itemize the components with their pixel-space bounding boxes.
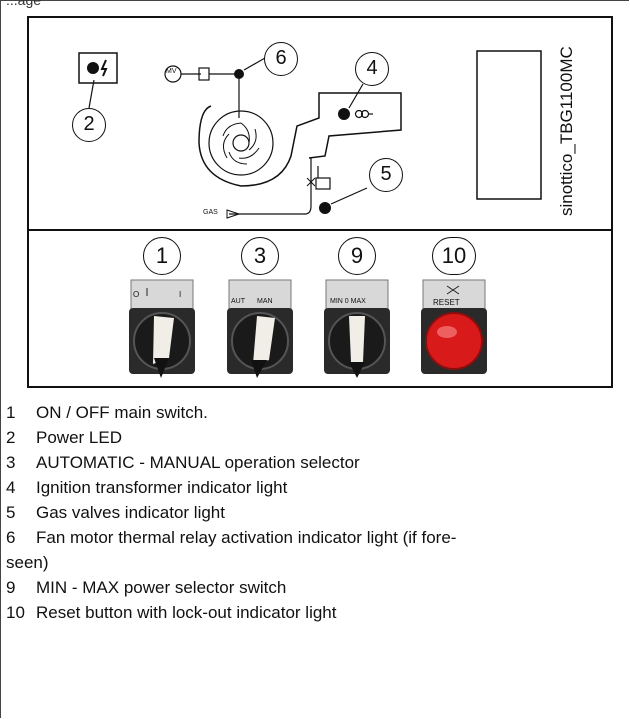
- switch-3-plate-left: AUT: [231, 298, 245, 305]
- fan-blades: [223, 123, 259, 164]
- valve-actuator: [316, 178, 330, 189]
- side-label: sinottico_TBG1100MC: [557, 16, 577, 216]
- gas-riser: [305, 158, 311, 214]
- panel-divider: [29, 229, 611, 231]
- switch-9-graphic: [324, 280, 390, 378]
- marker-6: 6: [264, 42, 298, 76]
- ignition-led: [338, 108, 350, 120]
- marker-2: 2: [72, 108, 106, 142]
- leader-5: [331, 188, 367, 204]
- switch-1-plate-left: O: [133, 290, 139, 299]
- leader-4: [349, 84, 363, 108]
- switch-number-10: 10: [432, 237, 476, 275]
- fan-hub: [233, 135, 249, 151]
- header-stub: ...age: [6, 0, 41, 8]
- switch-9-plate-text: MIN 0 MAX: [330, 298, 366, 305]
- leader-6: [244, 58, 265, 70]
- synoptic-panel: O I AUT MAN MIN 0 MAX RESET MV GAS 2 4 5…: [27, 16, 613, 388]
- lightning-icon: [102, 60, 106, 76]
- switch-number-1: 1: [143, 237, 181, 275]
- gas-valve-led: [319, 202, 331, 214]
- marker-4: 4: [355, 52, 389, 86]
- switch-number-3: 3: [241, 237, 279, 275]
- switch-10-graphic: [421, 280, 487, 374]
- leader-2: [89, 80, 94, 108]
- switch-1-plate-right: I: [179, 290, 181, 299]
- legend-item-6-continuation: seen): [6, 550, 618, 575]
- switch-10-plate-text: RESET: [433, 298, 460, 307]
- power-led-dot: [87, 62, 99, 74]
- switch-number-9: 9: [338, 237, 376, 275]
- gas-label: GAS: [203, 209, 218, 216]
- display-window: [477, 51, 541, 199]
- fan-housing: [209, 111, 273, 175]
- marker-5: 5: [369, 158, 403, 192]
- mv-label: MV: [166, 68, 177, 75]
- switch-3-graphic: [227, 280, 293, 378]
- switch-3-plate-right: MAN: [257, 298, 273, 305]
- synoptic-diagram: [29, 18, 611, 386]
